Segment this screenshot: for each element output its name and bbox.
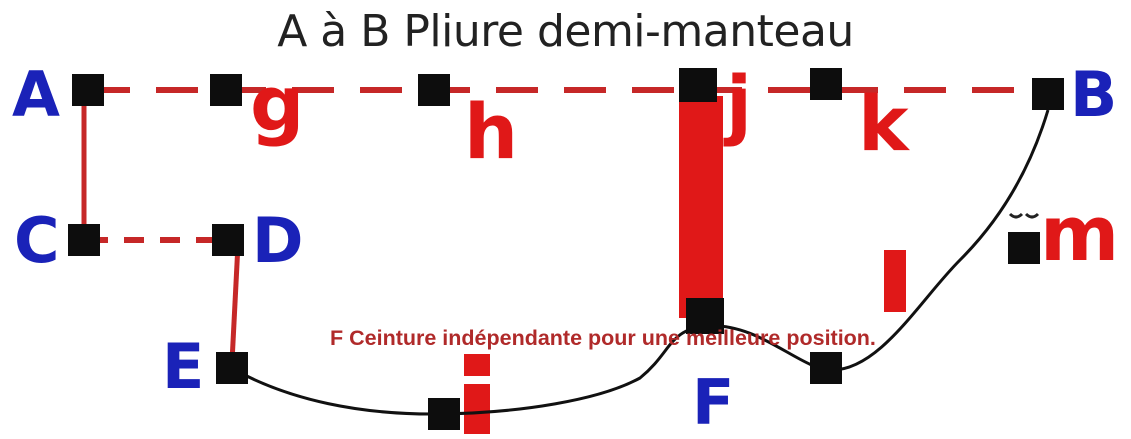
segment-label-g: g xyxy=(250,59,305,148)
bar-l xyxy=(884,250,906,312)
hem-curve xyxy=(234,109,1050,416)
segment-label-j: j xyxy=(726,59,753,148)
marker-d xyxy=(212,224,244,256)
marker-g xyxy=(210,74,242,106)
marker-m-lower xyxy=(810,352,842,384)
waistband-note: F Ceinture indépendante pour une meilleu… xyxy=(330,326,876,350)
marker-c xyxy=(68,224,100,256)
point-label-d: D xyxy=(252,204,304,277)
bar-i xyxy=(464,384,490,434)
point-label-c: C xyxy=(14,204,60,277)
marker-i xyxy=(428,398,460,430)
point-label-b: B xyxy=(1070,58,1118,131)
waist-bar-j-f xyxy=(679,96,723,318)
marker-m xyxy=(1008,232,1040,264)
marker-b xyxy=(1032,78,1064,110)
marker-e xyxy=(216,352,248,384)
marker-k xyxy=(810,68,842,100)
line-d-e xyxy=(229,243,241,363)
diagram-title: A à B Pliure demi-manteau xyxy=(277,6,854,57)
bar-i-dot xyxy=(464,354,490,376)
marker-h xyxy=(418,74,450,106)
stitch-marks xyxy=(1008,212,1040,219)
point-label-f: F xyxy=(692,366,735,439)
marker-a xyxy=(72,74,104,106)
point-label-e: E xyxy=(162,330,205,403)
marker-f xyxy=(686,298,724,334)
segment-label-k: k xyxy=(858,79,909,168)
segment-label-h: h xyxy=(464,87,519,176)
segment-label-m: m xyxy=(1040,189,1120,278)
point-label-a: A xyxy=(12,58,60,131)
marker-j xyxy=(679,68,717,102)
